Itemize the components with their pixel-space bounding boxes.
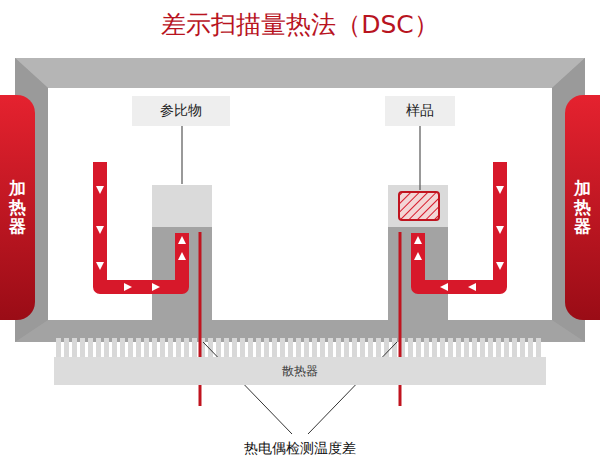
fin [120,338,125,358]
fin [448,338,453,358]
fin [136,338,141,358]
fin [416,338,421,358]
fin [480,338,485,358]
fin [528,338,533,358]
heat-flow [418,162,500,287]
fin [296,338,301,358]
node-text: 样品 [406,102,434,120]
fin [368,338,373,358]
fin [272,338,277,358]
fin [184,338,189,358]
fin [264,338,269,358]
fin [472,338,477,358]
fin [496,338,501,358]
annotation: 热电偶检测温度差 [244,440,356,458]
fin [424,338,429,358]
reference-label: 参比物 [132,96,230,126]
node-text: 加热器 [9,179,26,235]
fin [344,338,349,358]
fin [144,338,149,358]
fin [376,338,381,358]
fin [176,338,181,358]
fin [328,338,333,358]
fin [336,338,341,358]
fin [160,338,165,358]
fin [112,338,117,358]
sample-crucible [399,192,439,220]
fin [72,338,77,358]
fin [520,338,525,358]
fin [512,338,517,358]
fin [280,338,285,358]
fin [488,338,493,358]
fin [256,338,261,358]
fin [352,338,357,358]
fin [64,338,69,358]
fin [192,338,197,358]
node-text: 散热器 [282,363,318,380]
chamber-frame [15,58,585,342]
fin [408,338,413,358]
fin [304,338,309,358]
node-text: 参比物 [160,102,202,120]
fin [128,338,133,358]
fin [216,338,221,358]
chamber-interior [48,88,552,320]
fin [464,338,469,358]
fin [152,338,157,358]
fin [56,338,61,358]
fin [504,338,509,358]
heater: 加热器 [0,95,35,320]
sample-pedestal [388,185,448,325]
fin [288,338,293,358]
title: 差示扫描量热法（DSC） [0,8,600,41]
fin [320,338,325,358]
fin [432,338,437,358]
fin [392,338,397,358]
fin [168,338,173,358]
fin [248,338,253,358]
heat-sink: 散热器 [54,357,546,385]
reference-pedestal [152,185,212,325]
node-text: 加热器 [574,179,591,235]
fin [104,338,109,358]
fin [88,338,93,358]
fin [224,338,229,358]
fin [440,338,445,358]
heat-flow [100,162,182,287]
fin [456,338,461,358]
fin [312,338,317,358]
heater: 加热器 [565,95,600,320]
fin [80,338,85,358]
fin [240,338,245,358]
sample-label: 样品 [385,96,455,126]
fin [360,338,365,358]
fin [536,338,541,358]
fin [96,338,101,358]
fin [232,338,237,358]
